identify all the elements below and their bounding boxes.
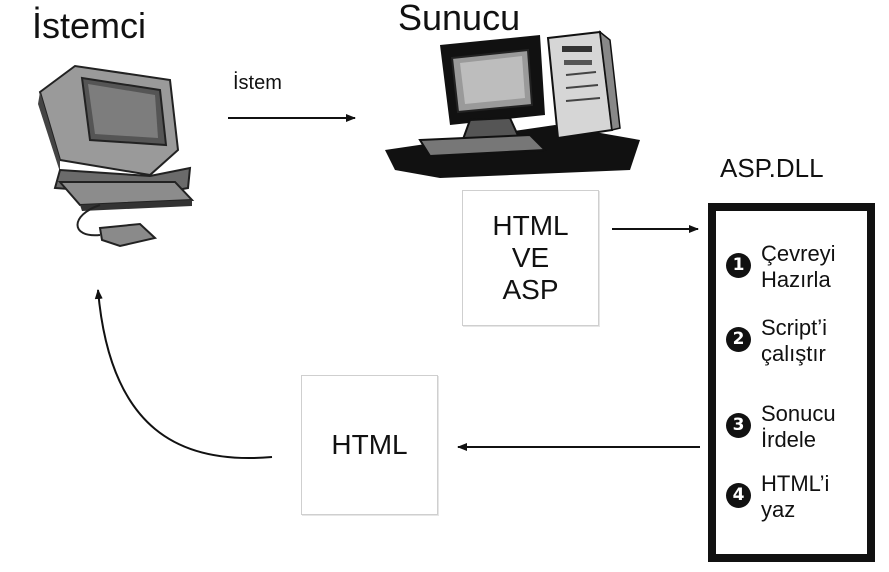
html-output-label: HTML bbox=[331, 428, 408, 460]
dll-step-1: 1 Çevreyi Hazırla bbox=[726, 241, 836, 293]
dll-step-3: 3 Sonucu İrdele bbox=[726, 401, 836, 453]
step-4-line-1: HTML’i bbox=[761, 471, 830, 496]
step-2-line-1: Script’i bbox=[761, 315, 828, 340]
server-computer-icon bbox=[385, 30, 640, 178]
response-arrow bbox=[94, 289, 273, 459]
server-title: Sunucu bbox=[398, 0, 521, 38]
asp-dll-panel: 1 Çevreyi Hazırla 2 Script’i çalıştır 3 … bbox=[708, 203, 875, 562]
step-1-line-1: Çevreyi bbox=[761, 241, 836, 266]
html-asp-line-2: VE bbox=[511, 241, 550, 273]
html-asp-line-3: ASP bbox=[502, 274, 559, 306]
step-number-3: 3 bbox=[726, 413, 751, 438]
step-4-line-2: yaz bbox=[761, 497, 796, 522]
desktop-computer-icon bbox=[38, 64, 195, 248]
client-title: İstemci bbox=[32, 5, 147, 46]
step-3-line-1: Sonucu bbox=[761, 401, 836, 426]
html-asp-box: HTML VE ASP bbox=[462, 190, 599, 326]
step-number-4: 4 bbox=[726, 483, 751, 508]
request-label: İstem bbox=[233, 72, 282, 94]
dll-step-2: 2 Script’i çalıştır bbox=[726, 315, 827, 367]
step-1-line-2: Hazırla bbox=[761, 267, 831, 292]
html-asp-line-1: HTML bbox=[492, 209, 569, 241]
dll-step-4: 4 HTML’i yaz bbox=[726, 471, 829, 523]
step-number-1: 1 bbox=[726, 253, 751, 278]
html-output-box: HTML bbox=[301, 375, 438, 515]
step-3-line-2: İrdele bbox=[761, 427, 817, 452]
step-2-line-2: çalıştır bbox=[761, 341, 826, 366]
step-number-2: 2 bbox=[726, 327, 751, 352]
dll-title: ASP.DLL bbox=[720, 153, 824, 183]
